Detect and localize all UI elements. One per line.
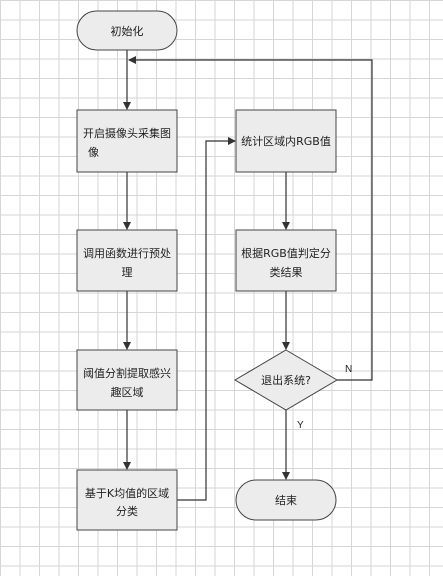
end-label: 结束 <box>275 494 297 507</box>
decision-label: 退出系统? <box>261 373 311 387</box>
no-branch-label: N <box>345 364 352 375</box>
classify-label-line2: 类结果 <box>270 265 303 279</box>
capture-step: 开启摄像头采集图 像 <box>76 109 178 173</box>
threshold-label-line1: 阈值分割提取感兴 <box>83 366 171 380</box>
threshold-label-line2: 趣区域 <box>111 385 144 399</box>
capture-label-line1: 开启摄像头采集图 <box>83 126 171 140</box>
arrow-decision-no-loop <box>128 56 373 381</box>
rgb-stats-label: 统计区域内RGB值 <box>241 134 331 148</box>
classify-step: 根据RGB值判定分 类结果 <box>235 229 337 292</box>
preprocess-step: 调用函数进行预处 理 <box>76 229 178 292</box>
yes-branch-label: Y <box>297 420 304 431</box>
threshold-step: 阈值分割提取感兴 趣区域 <box>76 349 178 411</box>
preprocess-label-line2: 理 <box>122 266 133 279</box>
start-node: 初始化 <box>76 10 178 51</box>
kmeans-label-line1: 基于K均值的区域 <box>85 486 169 500</box>
exit-decision: 退出系统? <box>234 349 338 411</box>
preprocess-label-line1: 调用函数进行预处 <box>83 247 171 260</box>
arrow-kmeans-to-rgb <box>177 137 236 501</box>
classify-label-line1: 根据RGB值判定分 <box>241 246 331 260</box>
capture-label-line2: 像 <box>88 146 99 159</box>
end-node: 结束 <box>235 479 337 521</box>
rgb-stats-step: 统计区域内RGB值 <box>235 109 337 173</box>
kmeans-label-line2: 分类 <box>116 504 138 518</box>
connectors <box>123 50 373 501</box>
kmeans-step: 基于K均值的区域 分类 <box>76 469 178 531</box>
start-label: 初始化 <box>111 24 144 38</box>
